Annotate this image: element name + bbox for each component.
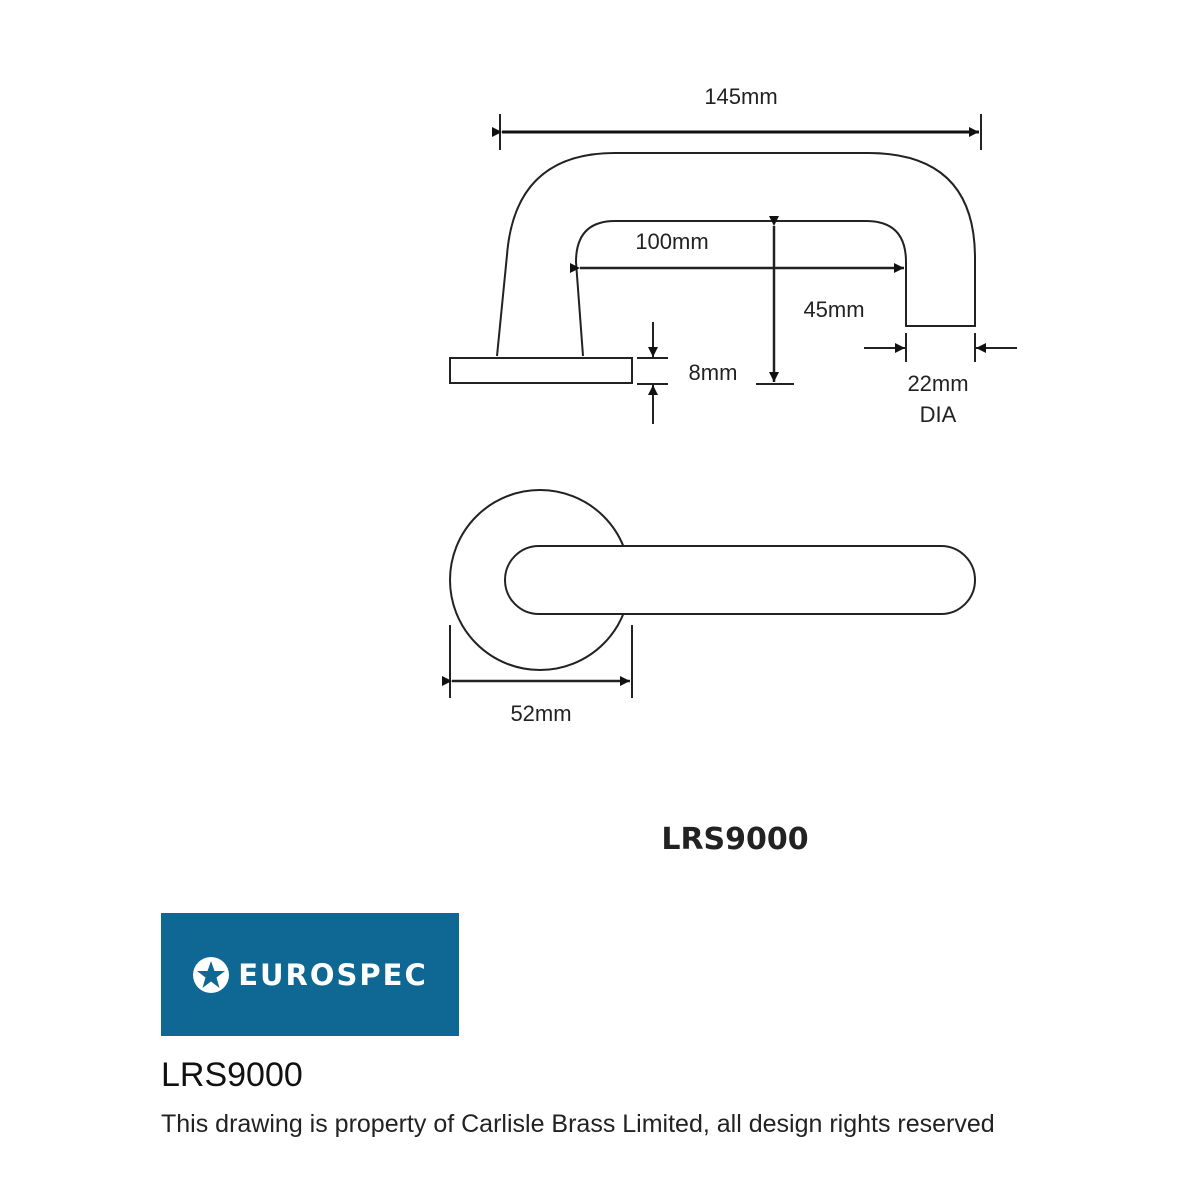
dim-label-52: 52mm bbox=[510, 701, 571, 726]
dim-label-22: 22mm bbox=[907, 371, 968, 396]
copyright-notice: This drawing is property of Carlisle Bra… bbox=[161, 1110, 995, 1138]
product-code: LRS9000 bbox=[161, 1056, 303, 1094]
eurospec-logo: EUROSPEC bbox=[161, 913, 459, 1036]
rose-side-view bbox=[449, 357, 633, 384]
dim-label-45: 45mm bbox=[803, 297, 864, 322]
dim-label-100: 100mm bbox=[635, 229, 708, 254]
handle-side-outline bbox=[496, 152, 976, 357]
dim-label-dia: DIA bbox=[920, 402, 957, 427]
drawing-model-label: LRS9000 bbox=[661, 822, 808, 857]
star-circle-icon bbox=[193, 956, 230, 993]
dim-label-145: 145mm bbox=[704, 84, 777, 109]
brand-name: EUROSPEC bbox=[238, 957, 428, 992]
dim-label-8: 8mm bbox=[689, 360, 738, 385]
technical-drawing: 145mm 100mm 45mm 8mm 22mm DIA 52mm LRS90… bbox=[442, 84, 1017, 857]
lever-front-view bbox=[504, 545, 976, 615]
